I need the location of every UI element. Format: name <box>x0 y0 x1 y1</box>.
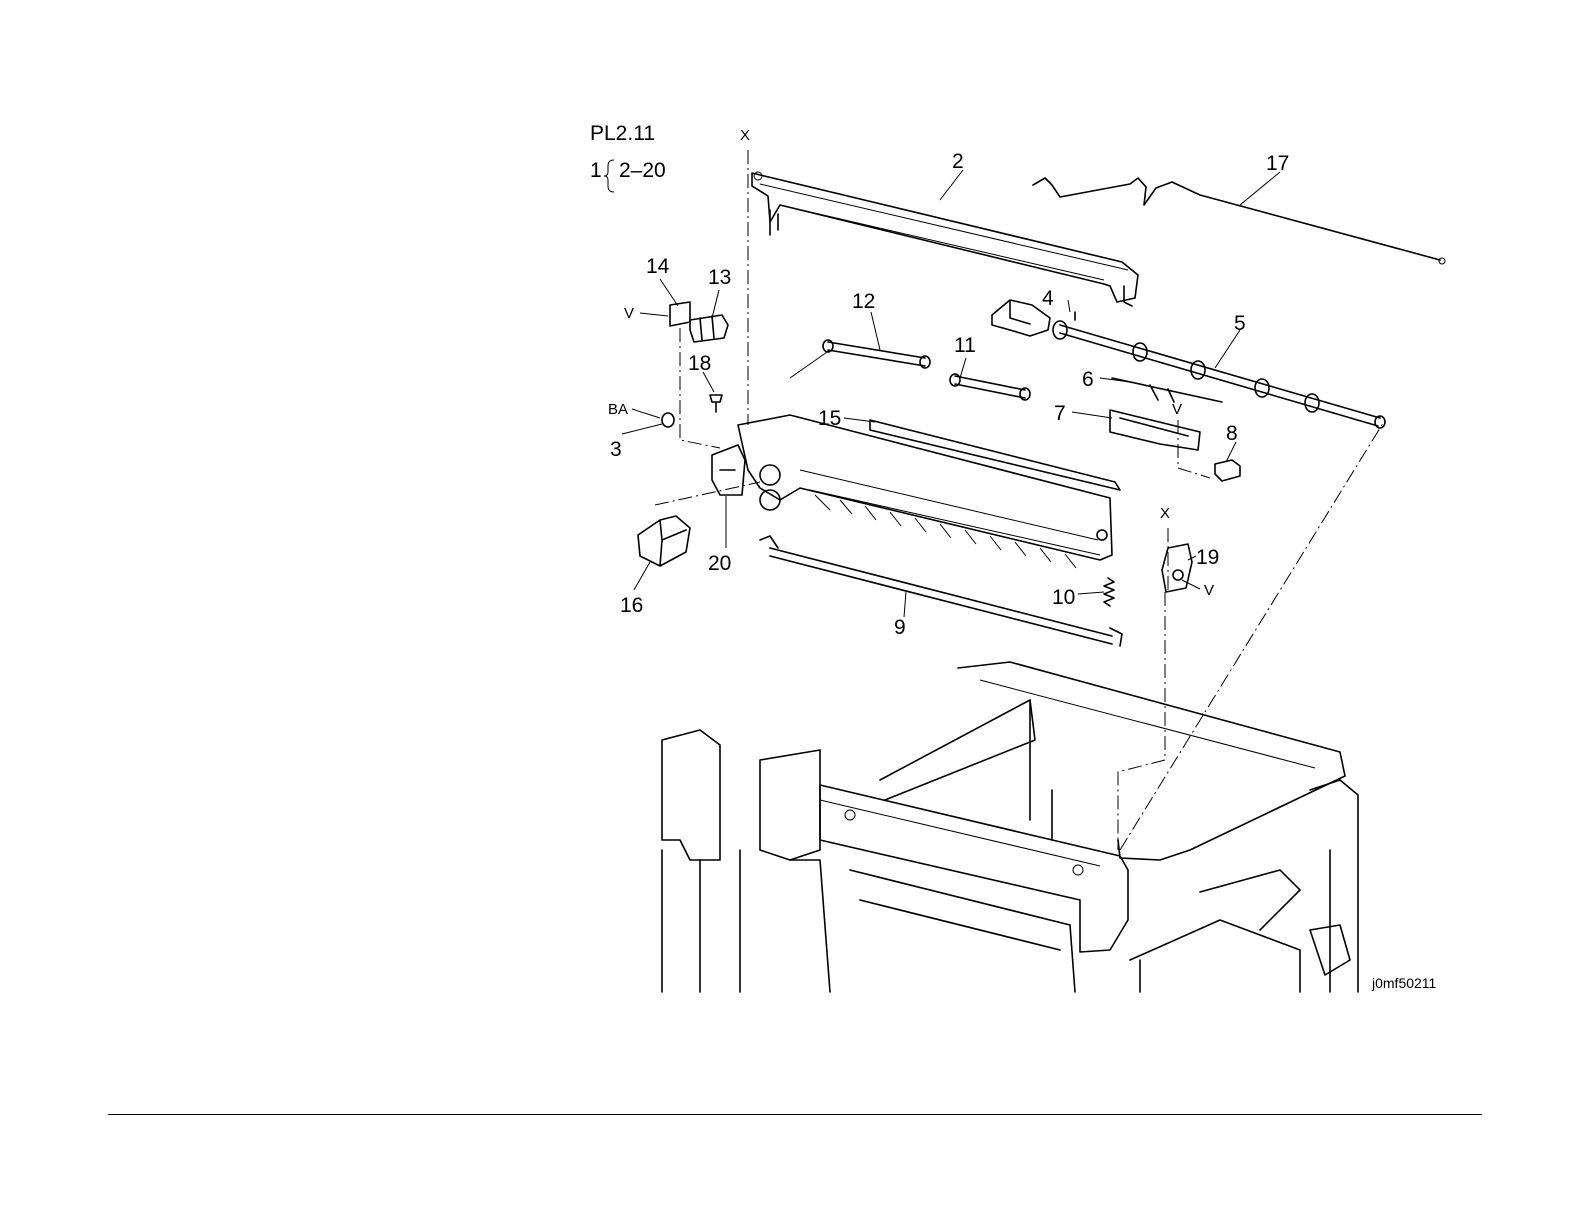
marker-x-right: X <box>1160 505 1170 522</box>
part-2-top-frame <box>752 172 1138 306</box>
part-8-block <box>1215 460 1240 481</box>
callout-12: 12 <box>852 290 875 313</box>
callout-14: 14 <box>646 255 670 278</box>
callout-10: 10 <box>1052 586 1075 609</box>
callout-3: 3 <box>610 438 622 461</box>
callout-17: 17 <box>1266 152 1289 175</box>
callout-13: 13 <box>708 266 731 289</box>
callout-11: 11 <box>954 334 976 357</box>
marker-v-right: V <box>1204 582 1214 599</box>
plate-number: PL2.11 <box>590 122 655 145</box>
marker-v-mid: V <box>1172 401 1182 418</box>
image-code: j0mf50211 <box>1371 975 1437 991</box>
part-19-bracket <box>1162 544 1192 592</box>
callout-9: 9 <box>894 616 906 639</box>
footer-rule <box>108 1114 1482 1115</box>
callout-4: 4 <box>1042 287 1054 310</box>
part-5-roller-shaft <box>1053 321 1385 428</box>
part-10-spring <box>1104 578 1114 606</box>
part-17-cable <box>1033 178 1440 260</box>
part-15-guide <box>870 420 1120 490</box>
callout-7: 7 <box>1054 402 1066 425</box>
main-frame-assembly <box>738 415 1112 568</box>
callout-5: 5 <box>1234 312 1246 335</box>
callout-19: 19 <box>1196 546 1219 569</box>
callout-2: 2 <box>952 150 964 173</box>
marker-ba: BA <box>608 401 628 418</box>
range-text: 2–20 <box>619 159 666 182</box>
callout-15: 15 <box>818 407 841 430</box>
part-17-connector <box>1439 258 1445 264</box>
marker-x-top: X <box>740 127 750 144</box>
range-brace <box>604 160 614 192</box>
part-16-solenoid <box>638 516 690 566</box>
alignment-lines <box>655 150 1385 850</box>
callout-8: 8 <box>1226 422 1238 445</box>
part-11-roller <box>950 374 1030 400</box>
part-20-side-bracket <box>712 445 745 495</box>
part-18-screw <box>710 395 722 412</box>
part-13-connector <box>690 315 728 342</box>
callout-20: 20 <box>708 552 731 575</box>
callout-6: 6 <box>1082 368 1094 391</box>
callout-16: 16 <box>620 594 643 617</box>
range-prefix: 1 <box>590 159 602 182</box>
callout-18: 18 <box>688 352 711 375</box>
part-3-bushing <box>662 413 674 427</box>
part-7-plate <box>1110 410 1200 450</box>
machine-body <box>662 662 1358 992</box>
marker-v-left: V <box>624 305 634 322</box>
part-14-plate <box>670 302 690 326</box>
part-12-roller <box>790 340 930 378</box>
